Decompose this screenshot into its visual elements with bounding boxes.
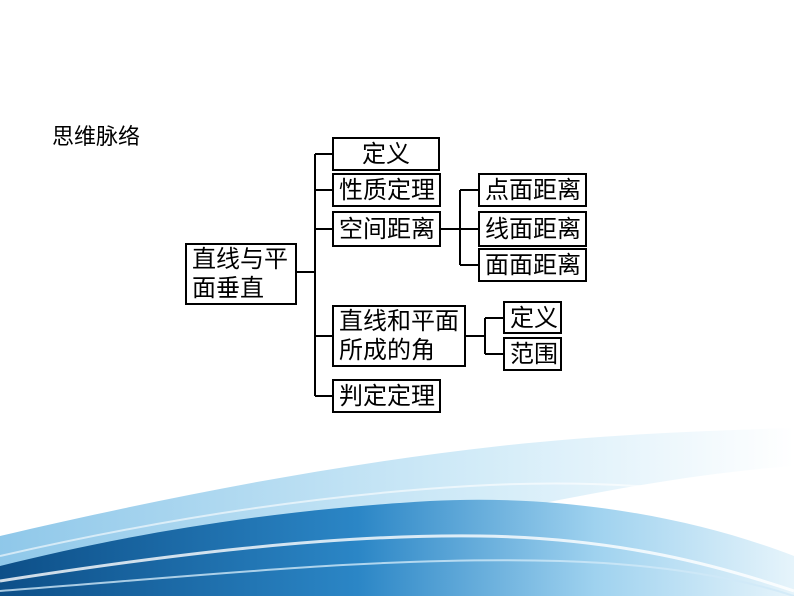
- node-judgement-theorem: 判定定理: [332, 379, 441, 413]
- root-node: 直线与平 面垂直: [185, 243, 297, 305]
- angle-line2: 所成的角: [339, 336, 435, 364]
- node-space-distance: 空间距离: [332, 211, 441, 247]
- node-angle-definition: 定义: [503, 301, 562, 334]
- slide-title: 思维脉络: [52, 125, 141, 150]
- node-definition: 定义: [332, 137, 440, 171]
- node-point-plane-distance: 点面距离: [478, 173, 587, 207]
- node-line-plane-angle: 直线和平面 所成的角: [332, 305, 466, 367]
- decorative-wave: [0, 428, 794, 596]
- root-line2: 面垂直: [192, 274, 264, 302]
- node-line-plane-distance: 线面距离: [478, 211, 587, 247]
- node-plane-plane-distance: 面面距离: [478, 248, 587, 282]
- root-line1: 直线与平: [192, 245, 288, 273]
- node-property-theorem: 性质定理: [332, 173, 441, 207]
- node-angle-range: 范围: [503, 337, 562, 371]
- angle-line1: 直线和平面: [339, 307, 459, 335]
